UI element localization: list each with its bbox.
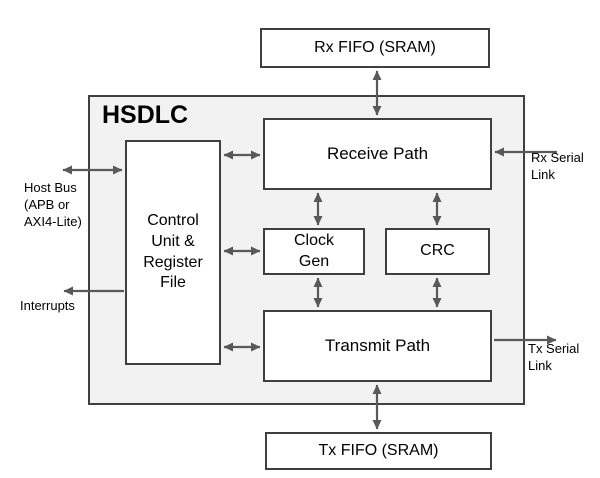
label-tx-serial-link: Tx Serial Link [528, 341, 580, 373]
block-crc: CRC [385, 228, 490, 275]
block-control-unit-register-file: Control Unit & Register File [125, 140, 221, 365]
label-interrupts: Interrupts [20, 298, 75, 313]
block-clock-gen: Clock Gen [263, 228, 365, 275]
block-transmit-path: Transmit Path [263, 310, 492, 382]
block-receive-path: Receive Path [263, 118, 492, 190]
label-rx-serial-link: Rx Serial Link [531, 150, 584, 182]
block-rx-fifo: Rx FIFO (SRAM) [260, 28, 490, 68]
diagram-title: HSDLC [102, 101, 189, 129]
block-tx-fifo: Tx FIFO (SRAM) [265, 432, 492, 470]
label-host-bus: Host Bus (APB or AXI4-Lite) [24, 180, 82, 229]
